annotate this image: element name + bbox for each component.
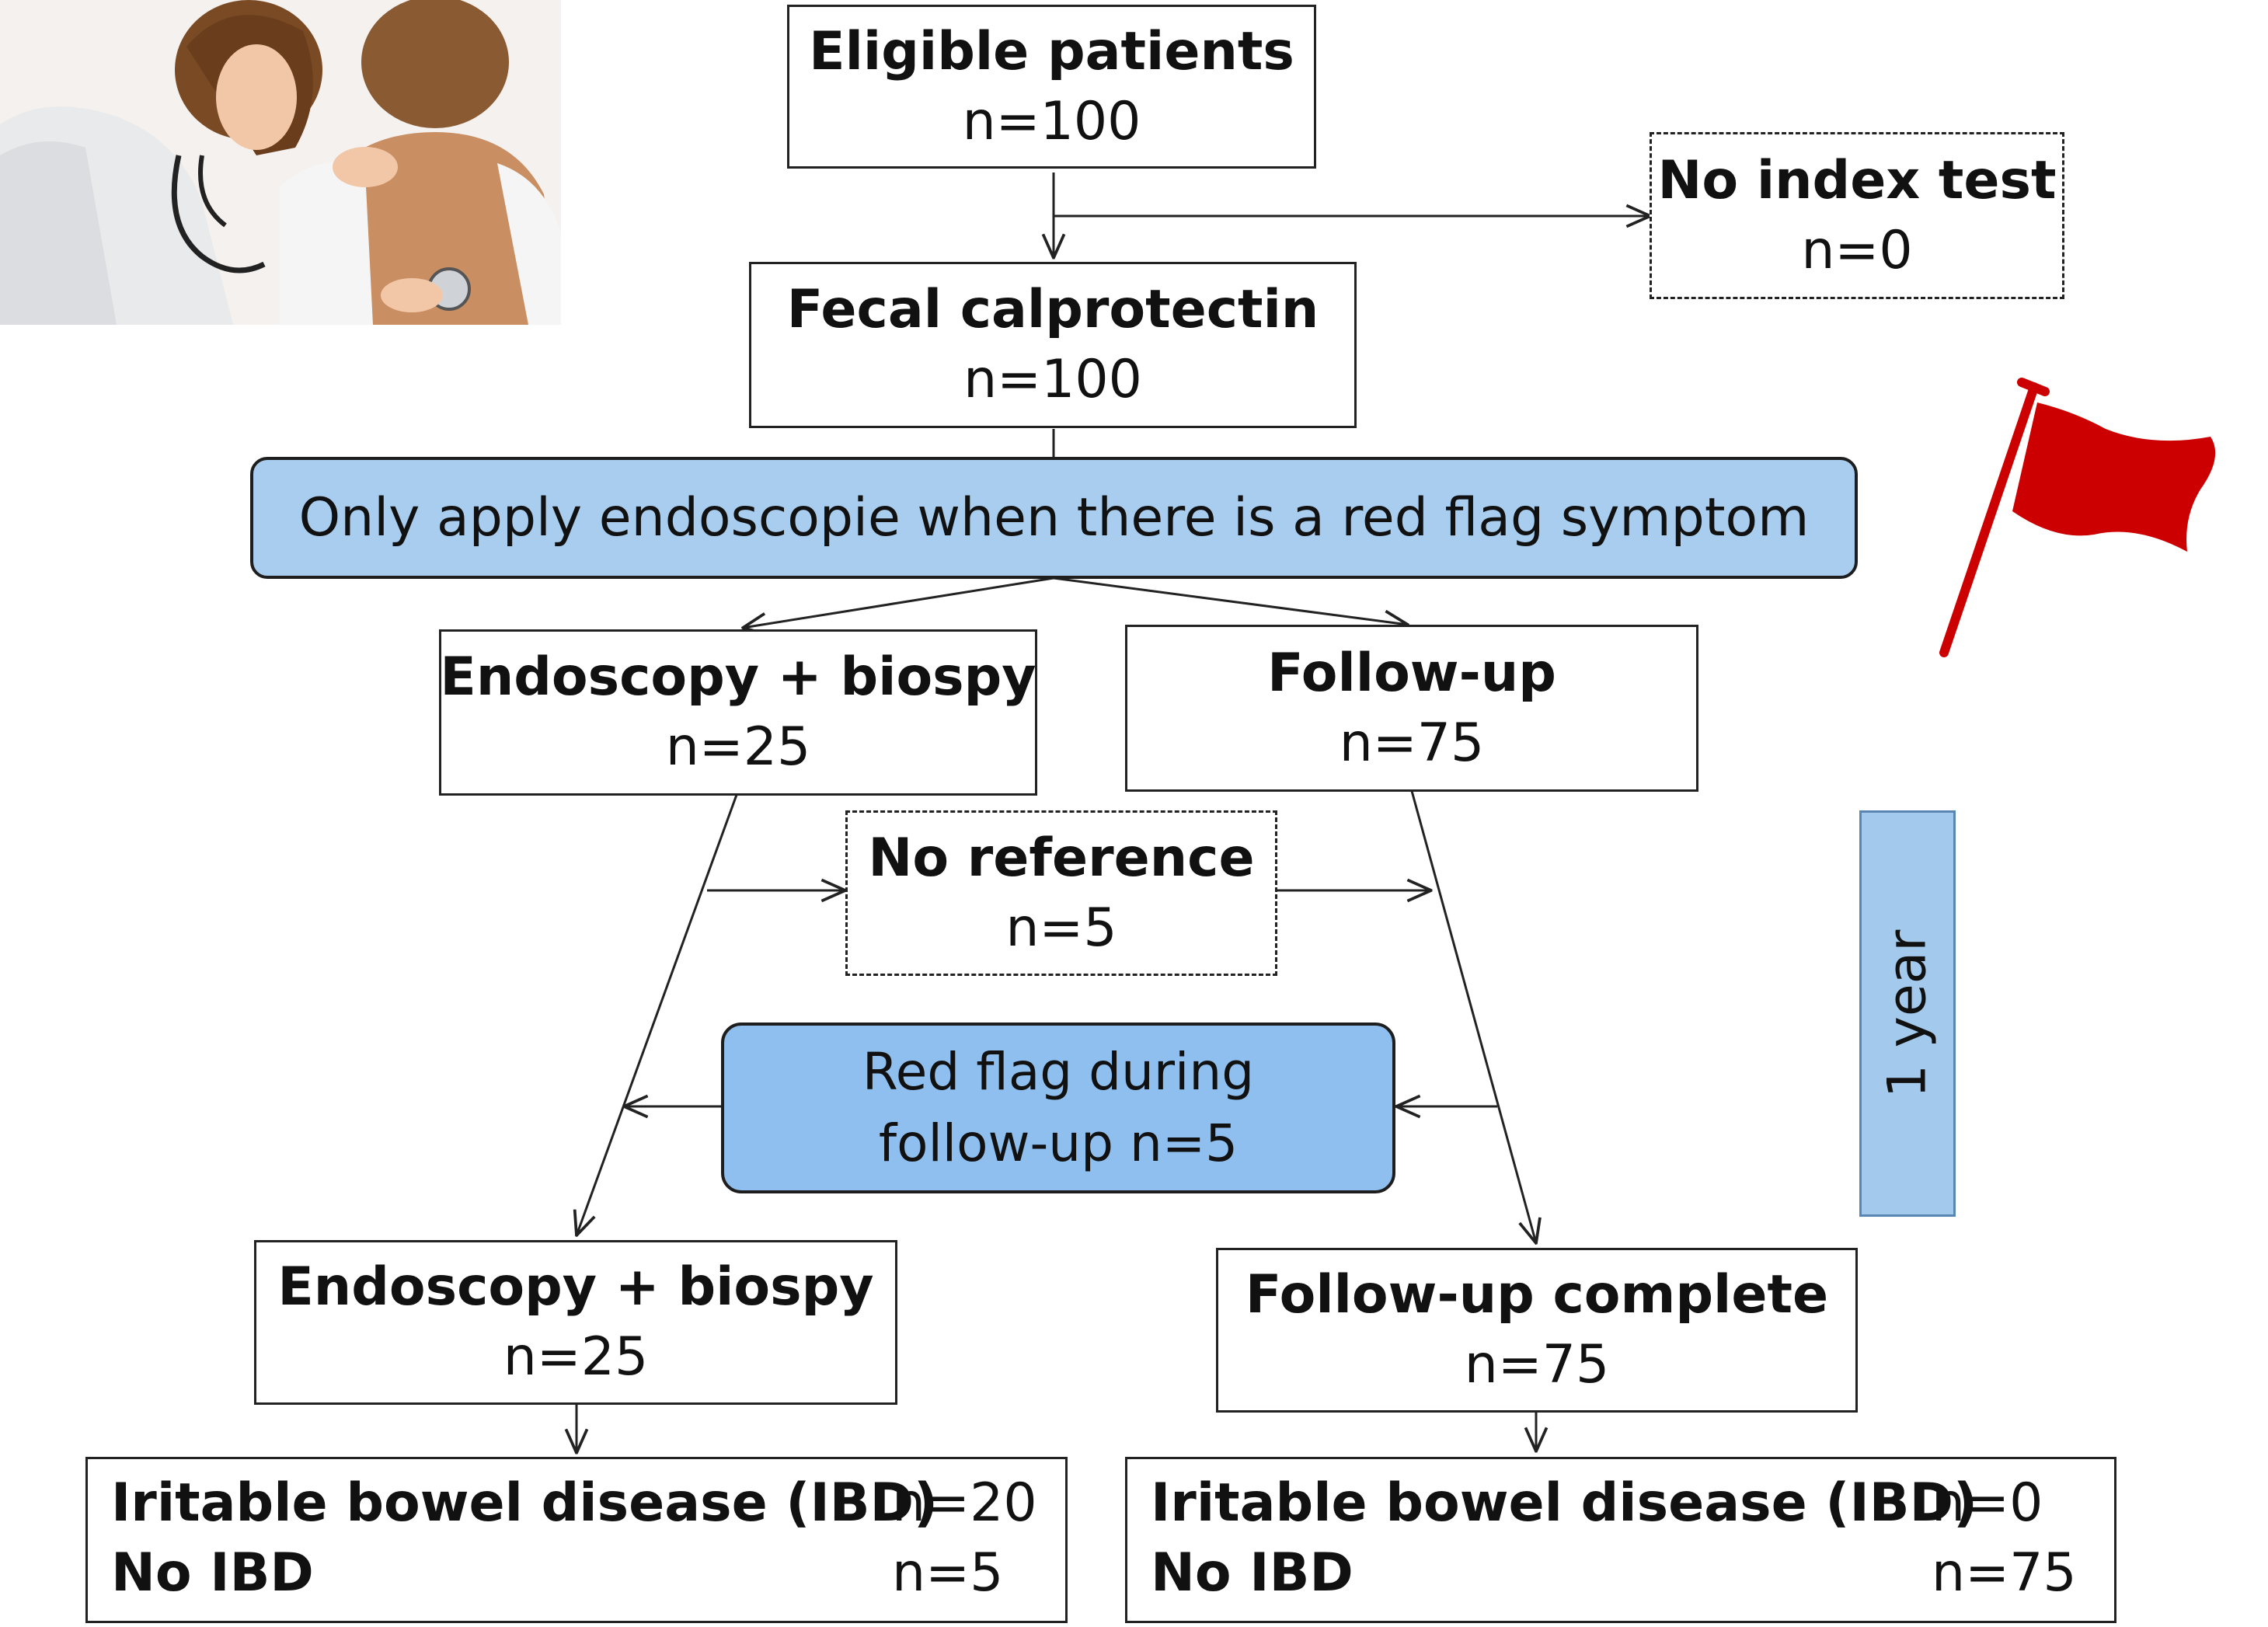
followup-complete-count: n=75	[1464, 1334, 1610, 1395]
endoscopy-biopsy-bottom-box: Endoscopy + biospy n=25	[254, 1240, 897, 1405]
follow-up-top-box: Follow-up n=75	[1125, 625, 1698, 792]
one-year-label: 1 year	[1876, 929, 1939, 1098]
right-ibd-label: Iritable bowel disease (IBD)	[1151, 1472, 1978, 1534]
no-index-test-box: No index test n=0	[1650, 132, 2064, 299]
left-ibd-count: n=20	[892, 1472, 1037, 1534]
right-ibd-count: n=0	[1932, 1472, 2043, 1534]
no-reference-count: n=5	[1005, 897, 1117, 959]
followup-top-title: Follow-up	[1267, 642, 1556, 704]
arrow-bar-to-endoscopy	[743, 577, 1054, 628]
follow-up-complete-box: Follow-up complete n=75	[1216, 1248, 1858, 1413]
arrow-bar-to-followup	[1053, 577, 1408, 625]
left-no-ibd-label: No IBD	[111, 1542, 314, 1604]
fecal-title: Fecal calprotectin	[786, 279, 1319, 340]
endoscopy-top-count: n=25	[665, 716, 811, 778]
red-flag-icon	[1939, 378, 2216, 657]
result-right-box: Iritable bowel disease (IBD) n=0 No IBD …	[1125, 1457, 2116, 1623]
result-left-box: Iritable bowel disease (IBD) n=20 No IBD…	[85, 1457, 1068, 1623]
red-flag-rule-bar: Only apply endoscopie when there is a re…	[250, 457, 1858, 579]
followup-complete-title: Follow-up complete	[1245, 1264, 1829, 1326]
eligible-count: n=100	[962, 90, 1141, 152]
endoscopy-biopsy-top-box: Endoscopy + biospy n=25	[439, 629, 1037, 796]
fecal-count: n=100	[963, 349, 1142, 410]
doctor-patient-photo	[0, 0, 561, 325]
no-reference-title: No reference	[868, 827, 1255, 889]
endoscopy-bottom-title: Endoscopy + biospy	[277, 1256, 874, 1318]
endoscopy-top-title: Endoscopy + biospy	[440, 646, 1036, 708]
no-reference-box: No reference n=5	[845, 810, 1277, 976]
followup-top-count: n=75	[1339, 712, 1485, 774]
fecal-calprotectin-box: Fecal calprotectin n=100	[749, 262, 1357, 428]
eligible-title: Eligible patients	[809, 20, 1294, 82]
eligible-patients-box: Eligible patients n=100	[787, 5, 1316, 169]
red-flag-note-line2: follow-up n=5	[878, 1113, 1239, 1173]
no-index-title: No index test	[1657, 149, 2057, 211]
endoscopy-bottom-count: n=25	[503, 1326, 649, 1388]
right-no-ibd-count: n=75	[1932, 1542, 2077, 1604]
no-index-count: n=0	[1801, 219, 1913, 281]
right-no-ibd-label: No IBD	[1151, 1542, 1353, 1604]
red-flag-note-line1: Red flag during	[862, 1042, 1255, 1102]
left-ibd-label: Iritable bowel disease (IBD)	[111, 1472, 939, 1534]
one-year-bar: 1 year	[1859, 810, 1956, 1217]
arrow-followup-down	[1410, 790, 1536, 1243]
left-no-ibd-count: n=5	[892, 1542, 1004, 1604]
arrow-endoscopy-down	[577, 794, 738, 1235]
red-flag-during-followup-box: Red flag during follow-up n=5	[721, 1023, 1395, 1193]
